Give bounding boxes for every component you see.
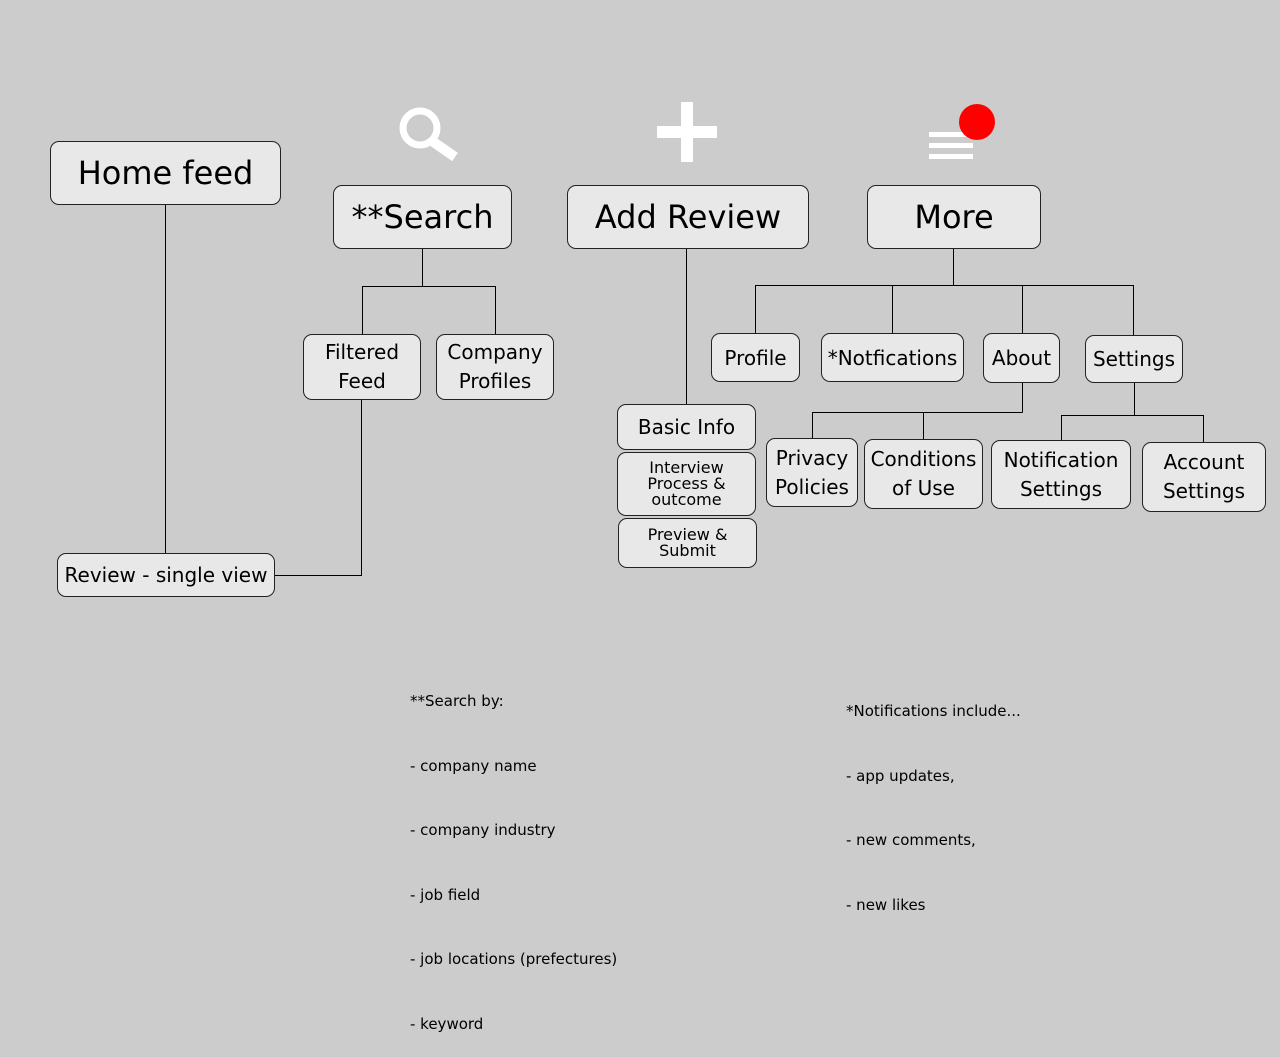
search-note-item: - job locations (prefectures) [410, 950, 618, 968]
notifications-note-title: *Notifications include... [846, 702, 1021, 720]
more-node[interactable]: More [867, 185, 1041, 249]
connector-lines [165, 205, 1204, 576]
node-label: Company Profiles [447, 340, 543, 393]
menu-icon[interactable] [926, 102, 998, 166]
company-profiles-node[interactable]: Company Profiles [436, 334, 554, 400]
search-note-item: - job field [410, 885, 481, 904]
notifications-note: *Notifications include... - app updates,… [846, 658, 1021, 938]
notifications-note-item: - new comments, [846, 831, 976, 849]
node-label: Review - single view [64, 563, 268, 587]
search-icon[interactable] [396, 103, 462, 163]
node-label: Privacy Policies [775, 445, 849, 499]
profile-node[interactable]: Profile [711, 333, 800, 382]
node-label: More [914, 197, 994, 236]
node-label: Home feed [77, 153, 254, 192]
home-feed-node[interactable]: Home feed [50, 141, 281, 205]
node-label: Basic Info [637, 415, 736, 439]
node-label: **Search [351, 197, 494, 236]
basic-info-node[interactable]: Basic Info [617, 404, 756, 450]
node-label: Interview Process & outcome [647, 458, 726, 509]
filtered-feed-node[interactable]: Filtered Feed [303, 334, 421, 400]
interview-process-node[interactable]: Interview Process & outcome [617, 452, 756, 516]
notification-badge [959, 104, 995, 140]
node-label: Add Review [594, 197, 782, 236]
notifications-node[interactable]: *Notfications [821, 333, 964, 382]
node-label: Conditions of Use [870, 447, 977, 500]
notification-settings-node[interactable]: Notification Settings [991, 440, 1131, 509]
notifications-note-item: - app updates, [846, 766, 955, 785]
search-note-item: - company industry [410, 821, 556, 839]
search-node[interactable]: **Search [333, 185, 512, 249]
search-note: **Search by: - company name - company in… [410, 648, 617, 1057]
conditions-of-use-node[interactable]: Conditions of Use [864, 439, 983, 509]
plus-icon[interactable] [656, 100, 718, 164]
node-label: Notification Settings [1003, 447, 1119, 501]
preview-submit-node[interactable]: Preview & Submit [618, 518, 757, 568]
search-note-title: **Search by: [410, 692, 504, 710]
node-label: Profile [724, 345, 787, 370]
node-label: Preview & Submit [647, 525, 728, 560]
node-label: About [991, 346, 1052, 370]
node-label: *Notfications [827, 345, 958, 370]
add-review-node[interactable]: Add Review [567, 185, 809, 249]
account-settings-node[interactable]: Account Settings [1142, 442, 1266, 512]
search-note-item: - company name [410, 756, 537, 775]
search-note-item: - keyword [410, 1014, 484, 1033]
review-single-view-node[interactable]: Review - single view [57, 553, 275, 597]
privacy-policies-node[interactable]: Privacy Policies [766, 438, 858, 507]
node-label: Filtered Feed [324, 340, 400, 393]
node-label: Settings [1092, 347, 1176, 371]
notifications-note-item: - new likes [846, 895, 926, 914]
node-label: Account Settings [1162, 450, 1246, 503]
about-node[interactable]: About [983, 333, 1060, 383]
settings-node[interactable]: Settings [1085, 335, 1183, 383]
